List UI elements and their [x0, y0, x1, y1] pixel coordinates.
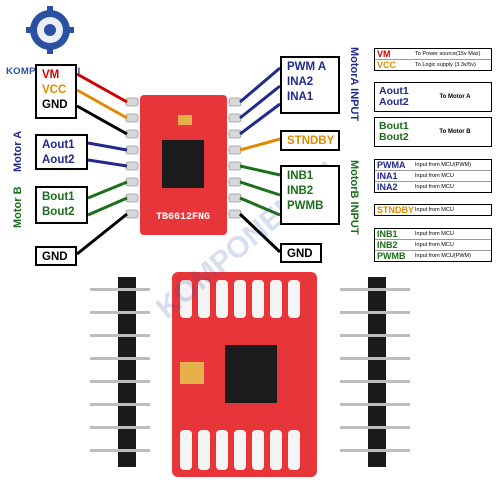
legend-key-inb1: INB1 — [375, 229, 415, 239]
label-inb2: INB2 — [287, 184, 333, 199]
legend-key-pwma: PWMA — [375, 160, 415, 170]
legend-key-inb2: INB2 — [375, 240, 415, 250]
legend-key-bout2: Bout2 — [377, 132, 417, 143]
legend-row-vcc: VCC To Logic supply (3.3v/5v) — [375, 60, 491, 70]
standby-box: STNDBY — [280, 130, 340, 151]
label-bout1: Bout1 — [42, 190, 81, 205]
label-bout2: Bout2 — [42, 205, 81, 220]
legend-desc-stndby: Input from MCU — [415, 207, 491, 213]
legend-desc-motor-b: To Motor B — [419, 129, 491, 135]
legend-row-vm: VM To Power source(15v Max) — [375, 49, 491, 60]
legend-desc-inb2: Input from MCU — [415, 242, 491, 248]
label-gnd-right: GND — [287, 247, 315, 262]
gnd-right-box: GND — [280, 243, 322, 263]
legend-row-pwmb: PWMB Input from MCU(PWM) — [375, 251, 491, 261]
driver-board-top: TB6612FNG — [126, 95, 241, 235]
legend-inputs-a: PWMA Input from MCU(PWM) INA1 Input from… — [374, 159, 492, 193]
gnd-left-box: GND — [35, 246, 77, 266]
legend-key-ina1: INA1 — [375, 171, 415, 181]
label-ina1: INA1 — [287, 90, 333, 105]
side-title-motorb-input: MotorB INPUT — [348, 160, 360, 235]
legend-desc-vm: To Power source(15v Max) — [415, 51, 491, 57]
legend-key-vm: VM — [375, 49, 415, 59]
legend-desc-inb1: Input from MCU — [415, 231, 491, 237]
label-stndby: STNDBY — [287, 134, 333, 149]
chip-label: TB6612FNG — [156, 212, 210, 223]
legend-desc-ina1: Input from MCU — [415, 173, 491, 179]
motor-b-outputs-box: Bout1 Bout2 — [35, 186, 88, 224]
legend-key-ina2: INA2 — [375, 182, 415, 192]
legend-key-vcc: VCC — [375, 60, 415, 70]
label-gnd-top: GND — [42, 98, 70, 113]
label-vcc: VCC — [42, 83, 70, 98]
legend-row-pwma: PWMA Input from MCU(PWM) — [375, 160, 491, 171]
legend-row-stndby: STNDBY Input from MCU — [375, 205, 491, 215]
legend-row-inb1: INB1 Input from MCU — [375, 229, 491, 240]
header-pins-right — [340, 277, 410, 467]
legend-key-stndby: STNDBY — [375, 205, 415, 215]
motor-a-outputs-box: Aout1 Aout2 — [35, 134, 88, 170]
side-title-motor-a: Motor A — [12, 131, 24, 172]
legend-desc-motor-a: To Motor A — [419, 94, 491, 100]
label-gnd-left: GND — [42, 250, 70, 265]
legend-desc-ina2: Input from MCU — [415, 184, 491, 190]
legend-key-pwmb: PWMB — [375, 251, 415, 261]
legend-power: VM To Power source(15v Max) VCC To Logic… — [374, 48, 492, 71]
legend-desc-pwma: Input from MCU(PWM) — [415, 162, 491, 168]
label-pwma: PWM A — [287, 60, 333, 75]
brand-logo-icon — [26, 6, 74, 54]
side-title-motor-b: Motor B — [12, 186, 24, 228]
motor-a-input-box: PWM A INA2 INA1 — [280, 56, 340, 114]
legend-row-inb2: INB2 Input from MCU — [375, 240, 491, 251]
legend-desc-vcc: To Logic supply (3.3v/5v) — [415, 62, 491, 68]
motor-b-input-box: INB1 INB2 PWMB — [280, 165, 340, 225]
label-aout1: Aout1 — [42, 138, 81, 153]
legend-motor-a: Aout1 Aout2 To Motor A — [374, 82, 492, 112]
power-pins-box: VM VCC GND — [35, 64, 77, 119]
label-inb1: INB1 — [287, 169, 333, 184]
label-pwmb: PWMB — [287, 199, 333, 214]
header-pins-left — [90, 277, 150, 467]
legend-desc-pwmb: Input from MCU(PWM) — [415, 253, 491, 259]
label-vm: VM — [42, 68, 70, 83]
legend-standby: STNDBY Input from MCU — [374, 204, 492, 216]
label-aout2: Aout2 — [42, 153, 81, 168]
legend-row-ina2: INA2 Input from MCU — [375, 182, 491, 192]
side-title-motora-input: MotorA INPUT — [348, 47, 360, 121]
legend-key-aout2: Aout2 — [377, 97, 417, 108]
legend-inputs-b: INB1 Input from MCU INB2 Input from MCU … — [374, 228, 492, 262]
legend-row-ina1: INA1 Input from MCU — [375, 171, 491, 182]
legend-motor-b: Bout1 Bout2 To Motor B — [374, 117, 492, 147]
label-ina2: INA2 — [287, 75, 333, 90]
